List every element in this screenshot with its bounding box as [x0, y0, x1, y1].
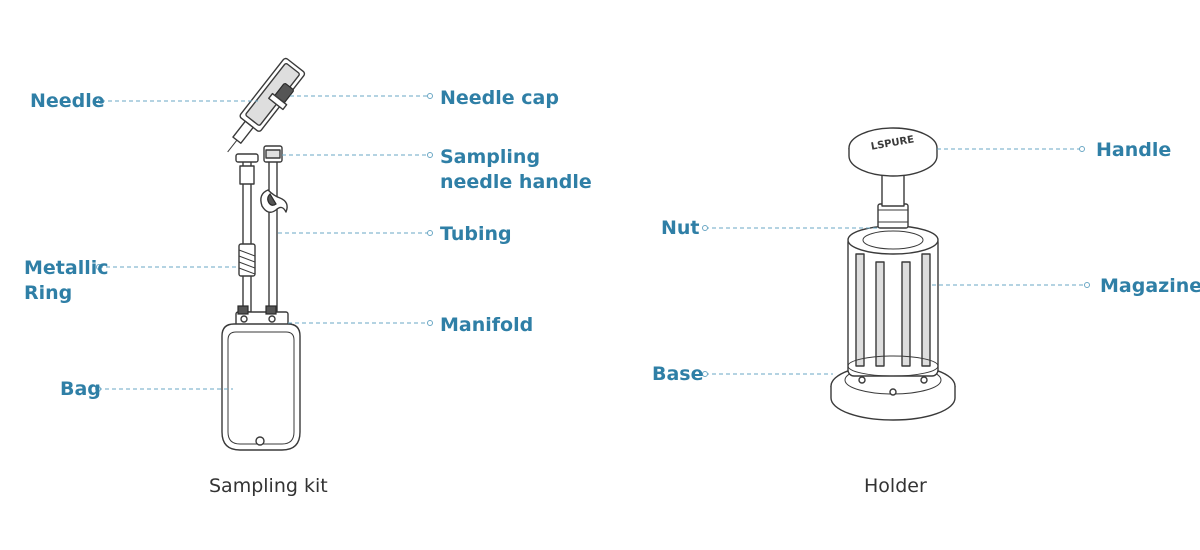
sampling-needle-handle-label-line2: needle handle — [440, 171, 592, 193]
sampling-needle-handle-drawing — [260, 189, 288, 213]
needle-drawing — [227, 57, 306, 153]
metallic-ring-label-line2: Ring — [24, 282, 73, 304]
sampling-needle-handle-label-line1: Sampling — [440, 146, 541, 168]
manifold-drawing — [235, 305, 289, 327]
left-tubing-drawing — [235, 153, 259, 313]
magazine-label: Magazine — [1100, 275, 1200, 297]
sampling-kit-illustration — [221, 57, 306, 451]
holder-illustration: LSPURE — [830, 127, 956, 421]
sampling-kit-caption: Sampling kit — [209, 475, 328, 497]
needle-cap-drawing — [268, 83, 294, 111]
bag-drawing — [221, 323, 301, 451]
bag-label: Bag — [60, 378, 101, 400]
right-tubing-drawing — [263, 145, 283, 313]
base-label: Base — [652, 363, 704, 385]
manifold-label: Manifold — [440, 314, 534, 336]
magazine-drawing — [847, 225, 939, 377]
metallic-ring-drawing — [238, 243, 256, 277]
needle-label: Needle — [30, 90, 105, 112]
needle-cap-label: Needle cap — [440, 87, 559, 109]
tubing-label: Tubing — [440, 223, 512, 245]
handle-drawing: LSPURE — [848, 127, 938, 177]
leader-lines — [95, 93, 1090, 392]
holder-caption: Holder — [864, 475, 927, 497]
nut-drawing — [877, 203, 909, 229]
nut-label: Nut — [661, 217, 700, 239]
metallic-ring-label-line1: Metallic — [24, 257, 109, 279]
holder-handle-label: Handle — [1096, 139, 1172, 161]
